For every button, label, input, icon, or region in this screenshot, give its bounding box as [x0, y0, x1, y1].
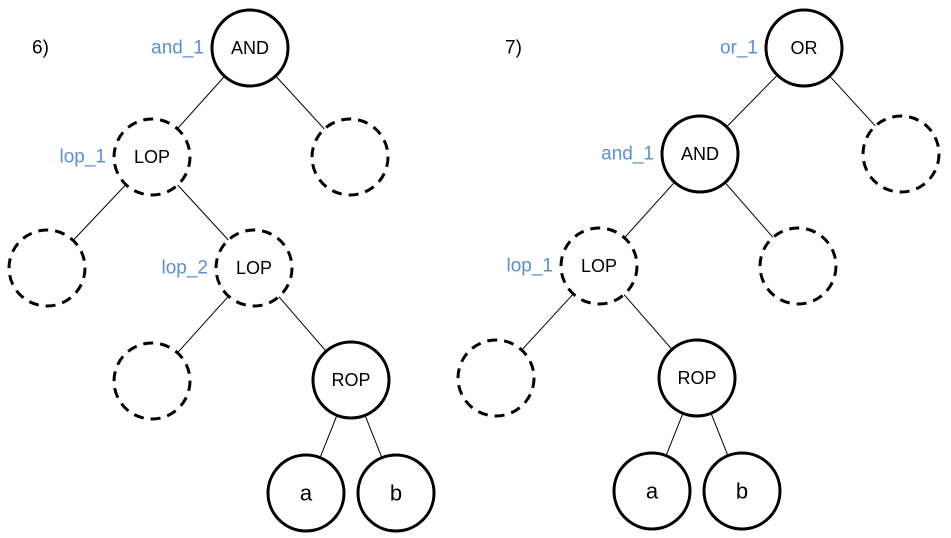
- solid-node-circle: [311, 340, 391, 420]
- tree-node-rop: ROP: [311, 340, 391, 420]
- dashed-node-circle: [112, 117, 192, 197]
- solid-node-circle: [764, 8, 844, 88]
- node-label: OR: [791, 38, 818, 58]
- tree-edge: [275, 75, 325, 130]
- variable-label: or_1: [720, 38, 758, 59]
- tree-edge: [829, 75, 876, 127]
- tree-node-lop: LOP lop_2: [162, 228, 294, 308]
- node-label: LOP: [581, 256, 617, 276]
- tree-edge: [665, 413, 684, 456]
- tree-edge: [623, 294, 673, 350]
- tree-node-rop: ROP: [657, 338, 737, 418]
- node-label: LOP: [134, 147, 170, 167]
- dashed-node-circle: [559, 226, 639, 306]
- solid-node-circle: [660, 114, 740, 194]
- tree-node-a: a: [612, 451, 692, 531]
- tree-node-or: OR or_1: [720, 8, 844, 88]
- tree-node-empty: [112, 341, 192, 421]
- variable-label: lop_2: [162, 258, 209, 279]
- dashed-node-circle: [112, 341, 192, 421]
- tree-edge: [726, 74, 778, 128]
- node-label: ROP: [331, 370, 370, 390]
- variable-label: lop_1: [60, 147, 107, 168]
- dashed-node-circle: [214, 228, 294, 308]
- node-label: b: [736, 479, 748, 504]
- tree-node-empty: [758, 226, 838, 306]
- dashed-node-circle: [7, 228, 87, 308]
- solid-node-circle: [210, 8, 290, 88]
- node-label: LOP: [236, 258, 272, 278]
- tree-edge: [724, 182, 774, 238]
- variable-label: lop_1: [507, 256, 554, 277]
- tree-edge: [521, 293, 574, 351]
- node-label: ROP: [677, 368, 716, 388]
- tree-node-empty: [310, 117, 390, 197]
- solid-node-circle: [657, 338, 737, 418]
- node-label: a: [646, 479, 659, 504]
- tree-node-b: b: [702, 451, 782, 531]
- tree-node-empty: [861, 114, 941, 194]
- solid-node-circle: [266, 453, 346, 533]
- tree-node-and: AND and_1: [151, 8, 290, 88]
- tree-node-empty: [456, 338, 536, 418]
- dashed-node-circle: [310, 117, 390, 197]
- tree-edge: [177, 295, 229, 354]
- tree-edge: [278, 296, 327, 352]
- tree-edge: [319, 415, 338, 458]
- tree-node-a: a: [266, 453, 346, 533]
- diagram-number-label: 7): [505, 38, 522, 59]
- tree-edge: [710, 413, 729, 456]
- diagram-number-label: 6): [32, 38, 49, 59]
- tree-node-lop: LOP lop_1: [507, 226, 639, 306]
- node-label: a: [300, 481, 313, 506]
- solid-node-circle: [702, 451, 782, 531]
- tree-node-lop: LOP lop_1: [60, 117, 192, 197]
- solid-node-circle: [612, 451, 692, 531]
- tree-node-empty: [7, 228, 87, 308]
- node-label: AND: [231, 38, 269, 58]
- dashed-node-circle: [758, 226, 838, 306]
- tree-edge: [72, 184, 127, 241]
- variable-label: and_1: [601, 144, 654, 165]
- tree-edge: [624, 181, 675, 239]
- variable-label: and_1: [151, 38, 204, 59]
- node-label: AND: [681, 144, 719, 164]
- dashed-node-circle: [456, 338, 536, 418]
- node-label: b: [390, 481, 402, 506]
- dashed-node-circle: [861, 114, 941, 194]
- tree-edge: [177, 75, 225, 130]
- tree-edge: [177, 184, 229, 241]
- tree-node-and: AND and_1: [601, 114, 740, 194]
- tree-edge: [364, 415, 383, 458]
- tree-node-b: b: [356, 453, 436, 533]
- solid-node-circle: [356, 453, 436, 533]
